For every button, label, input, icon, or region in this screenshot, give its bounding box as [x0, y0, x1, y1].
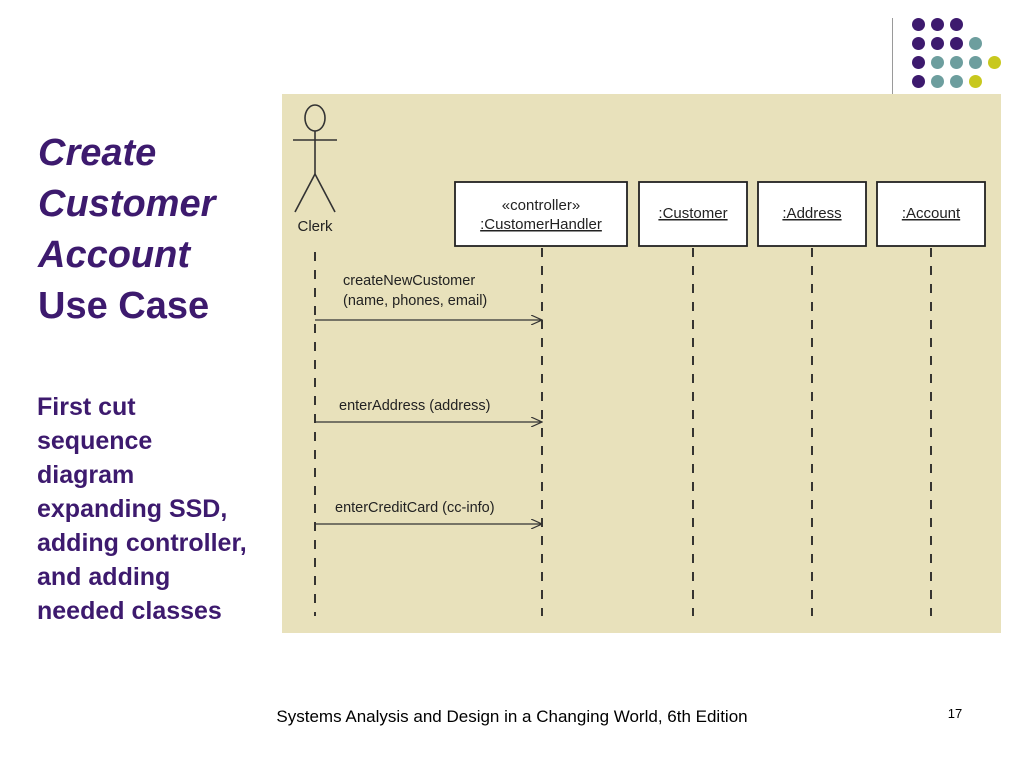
sequence-diagram: Clerk «controller» :CustomerHandler :Cus…: [293, 104, 986, 616]
decorative-dot: [912, 18, 925, 31]
title-line-4: Use Case: [38, 285, 210, 327]
decorative-dot: [950, 56, 963, 69]
decorative-divider: [892, 18, 893, 98]
slide-title: Create Customer Account Use Case: [38, 128, 278, 332]
subtitle-line: needed classes: [37, 597, 222, 625]
decorative-dot: [931, 75, 944, 88]
subtitle-line: adding controller,: [37, 529, 247, 557]
decorative-dot: [912, 37, 925, 50]
object-address: :Address: [757, 181, 867, 247]
subtitle-line: expanding SSD,: [37, 495, 228, 523]
object-name: :Account: [902, 205, 961, 222]
message-label: (name, phones, email): [343, 293, 487, 309]
subtitle-line: First cut: [37, 393, 136, 421]
footer-text: Systems Analysis and Design in a Changin…: [276, 707, 748, 726]
decorative-dot: [988, 56, 1001, 69]
subtitle-line: and adding: [37, 563, 171, 591]
title-line-1: Create: [38, 132, 157, 174]
message-label: createNewCustomer: [343, 273, 475, 289]
object-name: :Customer: [658, 205, 727, 222]
message-label: enterCreditCard (cc-info): [335, 500, 495, 516]
decorative-dot: [969, 56, 982, 69]
object-stereotype: «controller»: [502, 197, 580, 214]
object-customerhandler: «controller» :CustomerHandler: [454, 181, 628, 247]
decorative-dot: [912, 56, 925, 69]
decorative-dot: [950, 18, 963, 31]
decorative-dot: [969, 37, 982, 50]
decorative-dot: [969, 75, 982, 88]
message-label: enterAddress (address): [339, 398, 491, 414]
subtitle-line: sequence: [37, 427, 153, 455]
decorative-dot: [931, 56, 944, 69]
decorative-dot: [931, 37, 944, 50]
object-account: :Account: [876, 181, 986, 247]
decorative-dot: [950, 37, 963, 50]
decorative-dot: [912, 75, 925, 88]
decorative-dot: [931, 18, 944, 31]
title-line-2: Customer: [38, 183, 216, 225]
sequence-diagram-panel: Clerk «controller» :CustomerHandler :Cus…: [282, 94, 1001, 633]
title-line-3: Account: [38, 234, 190, 276]
object-customer: :Customer: [638, 181, 748, 247]
clerk-actor-icon: [293, 104, 337, 213]
object-name: :Address: [782, 205, 841, 222]
page-number: 17: [947, 706, 963, 721]
slide-subtitle: First cut sequence diagram expanding SSD…: [37, 390, 287, 628]
subtitle-line: diagram: [37, 461, 135, 489]
actor-label: Clerk: [297, 218, 333, 235]
object-name: :CustomerHandler: [480, 216, 602, 233]
decorative-dot: [950, 75, 963, 88]
